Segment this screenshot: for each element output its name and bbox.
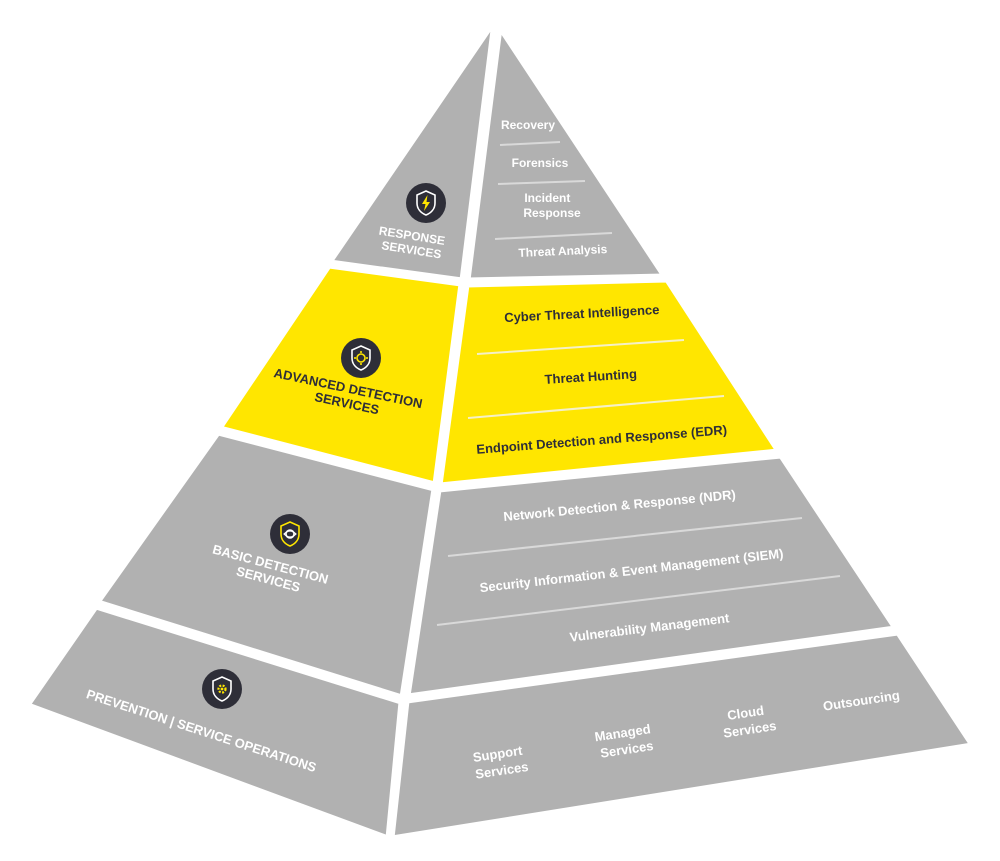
item-threat-analysis: Threat Analysis [518, 242, 608, 260]
divider-line [494, 232, 613, 240]
tier-basic-left-face [95, 430, 437, 700]
tier-response-right-face [465, 25, 667, 283]
shield-gear-icon [202, 669, 242, 709]
divider-line [476, 339, 685, 355]
item-incident-response: Incident Response [523, 191, 581, 220]
tier-response-left-face [327, 19, 497, 283]
item-line: Response [523, 206, 581, 220]
item-line: Support [472, 743, 524, 765]
divider-line [497, 180, 586, 185]
item-line: Cloud [726, 703, 765, 723]
shield-target-icon [341, 338, 381, 378]
tier-basic-right-face [405, 453, 898, 699]
divider-line [447, 517, 803, 557]
tier-prevention-right-face [389, 630, 975, 841]
item-threat-hunting: Threat Hunting [544, 366, 637, 387]
item-line: Incident [524, 191, 570, 205]
tier-prevention-left-face [25, 604, 404, 841]
item-dividers [436, 141, 841, 626]
divider-line [436, 575, 841, 626]
tier-advanced-right-face [437, 277, 781, 488]
divider-line [467, 395, 725, 419]
item-forensics: Forensics [512, 156, 569, 170]
shield-lightning-icon [406, 183, 446, 223]
divider-line [499, 141, 561, 146]
tier-advanced-left-face [217, 263, 464, 487]
item-recovery: Recovery [501, 118, 555, 132]
shield-eye-icon [270, 514, 310, 554]
